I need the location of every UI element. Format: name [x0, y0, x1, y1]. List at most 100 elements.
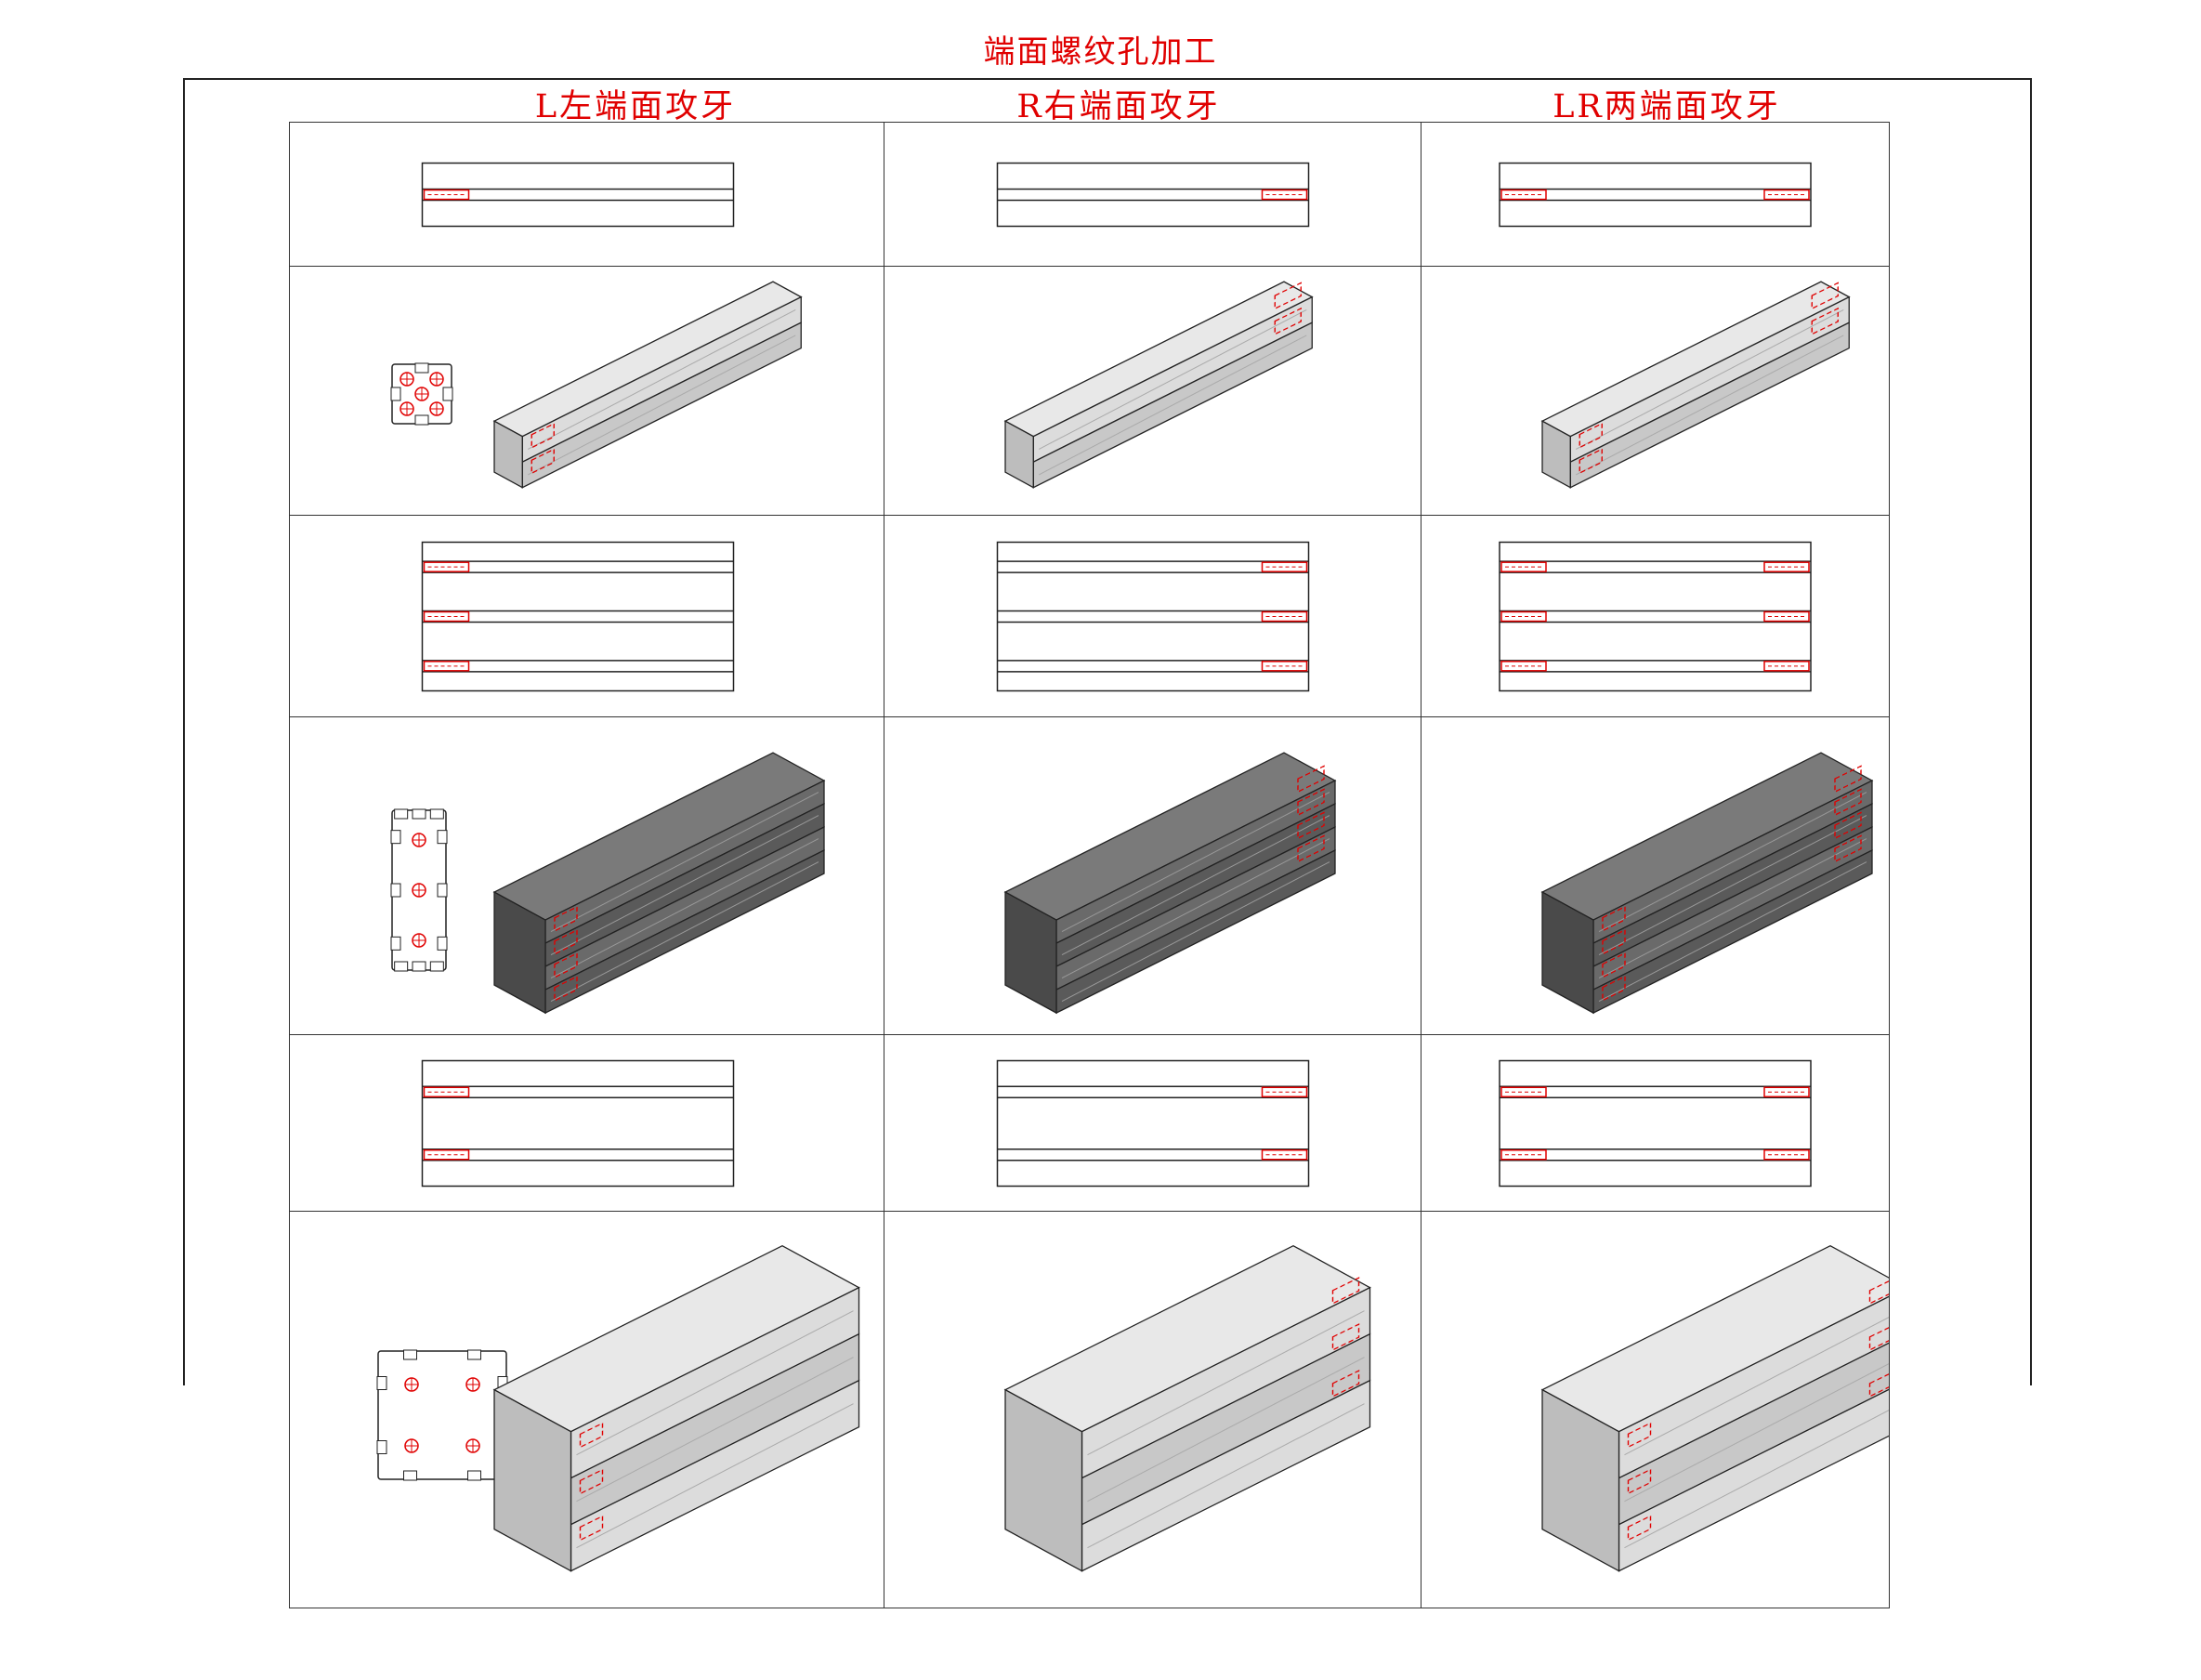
- thread-hole-mark: [1331, 1370, 1360, 1398]
- profile-end-face: [1004, 891, 1057, 1015]
- side-view-profile: [421, 541, 735, 692]
- profile-end-face: [1541, 420, 1571, 489]
- thread-hole-mark: [1500, 561, 1547, 572]
- thread-hole-mark: [1763, 189, 1810, 201]
- thread-hole-mark: [423, 189, 470, 201]
- thread-hole-mark: [1297, 834, 1325, 863]
- thread-hole-mark: [1500, 661, 1547, 672]
- thread-hole-mark: [1331, 1277, 1360, 1305]
- side-view-profile: [996, 1059, 1310, 1188]
- thread-hole-mark: [554, 905, 578, 932]
- thread-hole-mark: [1868, 1370, 1889, 1398]
- side-view-profile: [996, 162, 1310, 228]
- table-cell: [1421, 516, 1889, 717]
- thread-hole-mark: [1261, 661, 1308, 672]
- thread-hole-mark: [554, 975, 578, 1002]
- column-header-right: R右端面攻牙: [1016, 88, 1221, 125]
- thread-hole-mark: [1261, 610, 1308, 623]
- thread-hole-mark: [423, 661, 470, 672]
- thread-hole-mark: [1274, 282, 1302, 310]
- thread-hole-mark: [1297, 788, 1325, 817]
- table-cell: [884, 717, 1421, 1035]
- table-cell: [884, 267, 1421, 516]
- thread-hole-mark: [1834, 788, 1862, 817]
- thread-hole-mark: [531, 423, 555, 449]
- thread-hole-mark: [1500, 189, 1547, 201]
- thread-hole-mark: [423, 610, 470, 623]
- thread-hole-mark: [1834, 834, 1862, 863]
- table-cell: [290, 717, 884, 1035]
- table-cell: [290, 516, 884, 717]
- outer-frame: [183, 78, 2032, 1385]
- iso-profile-bar: [492, 1244, 860, 1572]
- side-view-profile: [1499, 1059, 1812, 1188]
- thread-hole-mark: [423, 1086, 470, 1097]
- thread-hole-mark: [1297, 765, 1325, 794]
- table-cell: [1421, 717, 1889, 1035]
- profile-end-face: [493, 420, 523, 489]
- profile-cross-section: [390, 362, 453, 426]
- thread-hole-mark: [1811, 307, 1839, 335]
- thread-hole-mark: [554, 928, 578, 955]
- thread-hole-mark: [1868, 1323, 1889, 1351]
- column-header-left: L左端面攻牙: [534, 88, 737, 125]
- iso-profile-bar: [1540, 1244, 1889, 1572]
- thread-hole-mark: [1868, 1277, 1889, 1305]
- thread-hole-mark: [579, 1422, 604, 1449]
- thread-hole-mark: [1763, 1149, 1810, 1161]
- thread-hole-mark: [1602, 928, 1626, 955]
- iso-profile-bar: [1540, 281, 1851, 489]
- thread-hole-mark: [1274, 307, 1302, 335]
- profile-end-face: [493, 1388, 572, 1572]
- table-cell: [290, 267, 884, 516]
- iso-profile-bar: [1003, 752, 1337, 1015]
- side-view-profile: [1499, 162, 1812, 228]
- thread-hole-mark: [423, 561, 470, 572]
- table-cell: [884, 1212, 1421, 1608]
- thread-hole-mark: [1261, 189, 1308, 201]
- thread-hole-mark: [1763, 1086, 1810, 1097]
- profile-end-face: [493, 891, 546, 1015]
- thread-hole-mark: [1811, 282, 1839, 310]
- thread-hole-mark: [1297, 811, 1325, 840]
- page-title: 端面螺纹孔加工: [983, 33, 1218, 71]
- profile-cross-section: [390, 808, 448, 972]
- profile-end-face: [1004, 420, 1034, 489]
- thread-hole-mark: [423, 1149, 470, 1161]
- thread-hole-mark: [1763, 610, 1810, 623]
- thread-hole-mark: [1261, 561, 1308, 572]
- thread-hole-mark: [1602, 905, 1626, 932]
- table-cell: [1421, 1212, 1889, 1608]
- thread-hole-mark: [1834, 765, 1862, 794]
- table-cell: [884, 123, 1421, 267]
- profile-end-face: [1004, 1388, 1083, 1572]
- thread-hole-mark: [579, 1515, 604, 1542]
- table-cell: [1421, 123, 1889, 267]
- side-view-profile: [421, 162, 735, 228]
- thread-hole-mark: [554, 952, 578, 978]
- iso-profile-bar: [492, 281, 803, 489]
- thread-hole-mark: [531, 448, 555, 475]
- thread-hole-mark: [1834, 811, 1862, 840]
- side-view-profile: [1499, 541, 1812, 692]
- iso-profile-bar: [1540, 752, 1874, 1015]
- side-view-profile: [996, 541, 1310, 692]
- side-view-profile: [421, 1059, 735, 1188]
- iso-profile-bar: [1003, 281, 1314, 489]
- iso-profile-bar: [1003, 1244, 1371, 1572]
- thread-hole-mark: [579, 1468, 604, 1495]
- profile-end-face: [1541, 891, 1594, 1015]
- thread-hole-mark: [1261, 1149, 1308, 1161]
- profile-end-face: [1541, 1388, 1620, 1572]
- iso-profile-bar: [492, 752, 826, 1015]
- thread-hole-mark: [1763, 661, 1810, 672]
- process-table: [289, 122, 1890, 1608]
- thread-hole-mark: [1331, 1323, 1360, 1351]
- thread-hole-mark: [1261, 1086, 1308, 1097]
- table-cell: [1421, 267, 1889, 516]
- profile-cross-section: [376, 1349, 508, 1481]
- column-header-both: LR两端面攻牙: [1552, 88, 1781, 125]
- thread-hole-mark: [1763, 561, 1810, 572]
- table-cell: [1421, 1035, 1889, 1212]
- thread-hole-mark: [1500, 610, 1547, 623]
